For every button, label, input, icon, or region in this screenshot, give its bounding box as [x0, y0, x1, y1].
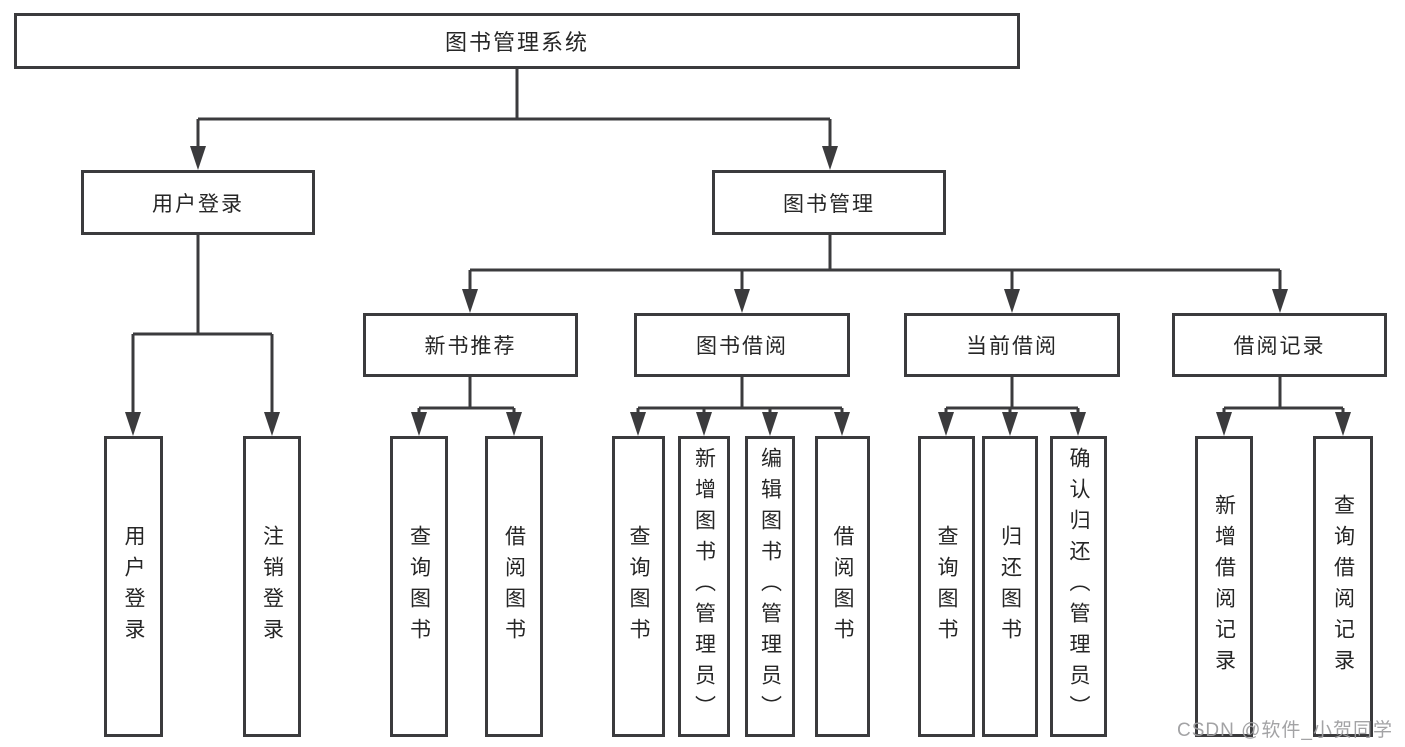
- leaf-label: 借阅图书: [831, 524, 854, 649]
- leaf-recommend-borrow-book: 借阅图书: [485, 436, 543, 737]
- leaf-label: 用户登录: [122, 524, 145, 649]
- leaf-label: 归还图书: [998, 524, 1022, 649]
- leaf-label: 新增借阅记录: [1212, 493, 1236, 680]
- leaf-label: 借阅图书: [502, 524, 526, 649]
- leaf-recommend-query-book: 查询图书: [390, 436, 448, 737]
- leaf-label: 注销登录: [260, 524, 284, 649]
- node-label: 图书管理系统: [444, 30, 589, 55]
- leaf-user-login: 用户登录: [104, 436, 163, 737]
- node-label: 图书管理: [783, 192, 875, 216]
- node-borrow-records: 借阅记录: [1172, 313, 1387, 377]
- leaf-borrow-query-book: 查询图书: [612, 436, 665, 737]
- leaf-label: 查询图书: [407, 524, 431, 649]
- leaf-current-confirm-return-admin: 确认归还（管理员）: [1050, 436, 1107, 737]
- leaf-label: 编辑图书（管理员）: [758, 447, 782, 726]
- leaf-label: 查询借阅记录: [1331, 493, 1355, 680]
- leaf-current-query-book: 查询图书: [918, 436, 975, 737]
- leaf-current-return-book: 归还图书: [982, 436, 1038, 737]
- node-library-management-system: 图书管理系统: [14, 13, 1020, 69]
- node-book-management: 图书管理: [712, 170, 946, 235]
- node-label: 图书借阅: [696, 335, 788, 358]
- leaf-borrow-add-book-admin: 新增图书（管理员）: [678, 436, 730, 737]
- leaf-label: 查询图书: [935, 524, 958, 649]
- leaf-label: 新增图书（管理员）: [692, 447, 716, 726]
- node-label: 用户登录: [152, 192, 244, 216]
- leaf-logout-login: 注销登录: [243, 436, 301, 737]
- leaf-records-query-record: 查询借阅记录: [1313, 436, 1373, 737]
- leaf-borrow-edit-book-admin: 编辑图书（管理员）: [745, 436, 795, 737]
- node-new-book-recommend: 新书推荐: [363, 313, 578, 377]
- leaf-label: 确认归还（管理员）: [1067, 447, 1090, 726]
- leaf-label: 查询图书: [627, 524, 650, 649]
- node-book-borrow: 图书借阅: [634, 313, 850, 377]
- node-current-borrow: 当前借阅: [904, 313, 1120, 377]
- node-label: 新书推荐: [424, 335, 517, 358]
- leaf-records-add-record: 新增借阅记录: [1195, 436, 1253, 737]
- leaf-borrow-borrow-book: 借阅图书: [815, 436, 870, 737]
- node-label: 借阅记录: [1233, 335, 1326, 358]
- arrowheads: [125, 146, 1351, 436]
- node-user-login-branch: 用户登录: [81, 170, 315, 235]
- node-label: 当前借阅: [966, 335, 1058, 358]
